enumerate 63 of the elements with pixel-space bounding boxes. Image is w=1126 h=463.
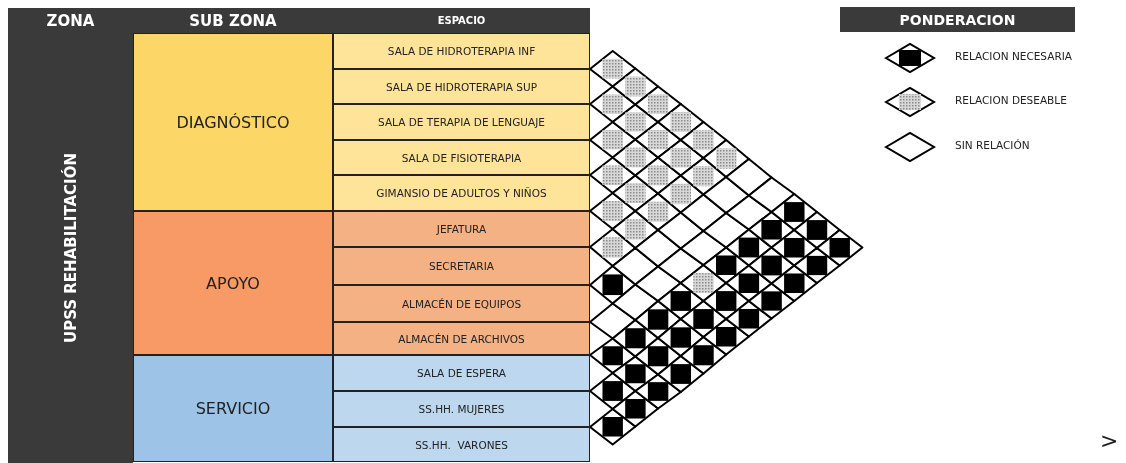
relation-mark [625, 147, 646, 168]
space-cell: SALA DE FISIOTERAPIA [333, 140, 590, 175]
relation-mark [625, 219, 646, 240]
legend-text: RELACION NECESARIA [955, 50, 1072, 62]
legend-header: PONDERACION [840, 7, 1075, 32]
relation-mark [602, 165, 623, 185]
subzone-cell: APOYO [133, 211, 333, 355]
space-cell: SALA DE HIDROTERAPIA INF [333, 33, 590, 69]
relation-mark [602, 201, 623, 221]
column-header: ESPACIO [333, 8, 590, 33]
column-header: SUB ZONA [133, 8, 333, 33]
relation-mark [784, 238, 805, 258]
relation-mark [716, 148, 737, 169]
space-cell: SALA DE TERAPIA DE LENGUAJE [333, 104, 590, 140]
relation-mark [693, 166, 714, 187]
relation-mark [625, 183, 646, 203]
relation-mark [602, 59, 623, 79]
relation-mark [784, 273, 805, 293]
space-cell: SALA DE ESPERA [333, 355, 590, 391]
relation-mark [602, 417, 623, 437]
relation-diamond [816, 229, 864, 267]
relation-mark [625, 112, 646, 132]
relation-mark [625, 399, 646, 419]
relation-mark [829, 238, 850, 258]
space-cell: SALA DE HIDROTERAPIA SUP [333, 69, 590, 104]
relation-mark [761, 291, 782, 311]
relation-mark [625, 328, 646, 349]
next-chevron: > [1100, 428, 1119, 453]
legend-text: RELACION DESEABLE [955, 94, 1067, 106]
relation-mark [625, 364, 646, 384]
relation-mark [806, 220, 828, 240]
space-cell: GIMANSIO DE ADULTOS Y NIÑOS [333, 175, 590, 211]
relation-mark [602, 130, 623, 150]
space-cell: SECRETARIA [333, 247, 590, 285]
relation-mark [602, 94, 623, 114]
space-cell: SS.HH. MUJERES [333, 391, 590, 427]
relation-mark [784, 202, 805, 222]
zone-name: UPSS REHABILITACIÓN [61, 153, 80, 343]
space-cell: JEFATURA [333, 211, 590, 247]
relation-mark [602, 346, 623, 366]
legend-text: SIN RELACIÓN [955, 139, 1030, 151]
column-header: ZONA [8, 8, 133, 33]
relation-mark [647, 94, 669, 114]
relation-mark [693, 309, 714, 329]
relation-mark [761, 255, 782, 276]
relation-mark [602, 274, 623, 296]
relation-mark [693, 345, 714, 366]
zone-cell [8, 33, 133, 463]
relation-mark [761, 220, 782, 240]
relation-mark [670, 112, 691, 132]
space-cell: ALMACÉN DE ARCHIVOS [333, 322, 590, 355]
relation-diamond [747, 176, 796, 213]
relation-mark [693, 273, 714, 293]
subzone-cell: SERVICIO [133, 355, 333, 462]
relation-mark [693, 130, 714, 150]
space-cell: ALMACÉN DE EQUIPOS [333, 285, 590, 322]
space-cell: SS.HH. VARONES [333, 427, 590, 462]
relation-mark [647, 382, 669, 401]
relation-mark [625, 76, 646, 97]
relation-mark [602, 381, 623, 401]
relation-mark [602, 237, 623, 258]
relation-diamond [725, 158, 773, 197]
subzone-cell: DIAGNÓSTICO [133, 33, 333, 211]
